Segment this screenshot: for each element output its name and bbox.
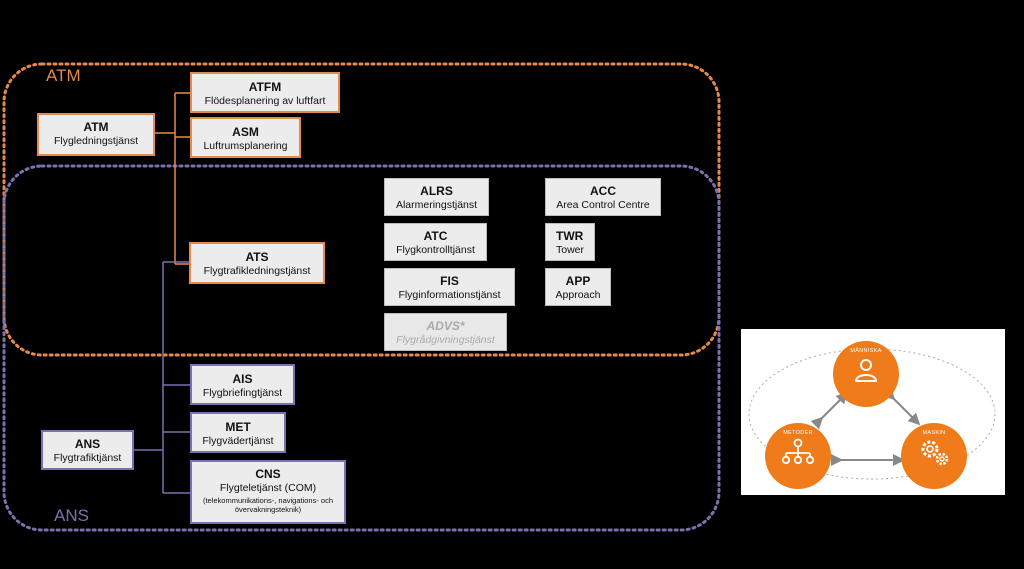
- illustration-lines: [748, 348, 996, 480]
- person-icon: [854, 359, 878, 382]
- app-subtitle: Approach: [555, 289, 601, 301]
- atc-subtitle: Flygkontrolltjänst: [396, 244, 475, 256]
- atm-connectors: [154, 92, 191, 265]
- ats-title: ATS: [245, 250, 269, 264]
- cns-subtitle: Flygteletjänst (COM): [219, 482, 317, 494]
- app-box: APP Approach: [545, 268, 611, 306]
- advs-title: ADVS*: [426, 319, 465, 333]
- ais-subtitle: Flygbriefingtjänst: [202, 387, 283, 399]
- met-title: MET: [225, 420, 251, 434]
- advs-subtitle: Flygrådgivningstjänst: [396, 334, 495, 346]
- fis-box: FIS Flyginformationstjänst: [384, 268, 515, 306]
- ats-subtitle: Flygtrafikledningstjänst: [203, 265, 311, 277]
- ans-subtitle: Flygtrafiktjänst: [53, 452, 122, 464]
- atfm-subtitle: Flödesplanering av luftfart: [204, 95, 326, 107]
- cns-note: (telekommunikations-, navigations- och ö…: [202, 496, 334, 515]
- cns-box: CNS Flygteletjänst (COM) (telekommunikat…: [190, 460, 346, 524]
- ans-title: ANS: [74, 437, 101, 451]
- people-node: MÄNNISKA: [833, 341, 899, 407]
- twr-subtitle: Tower: [556, 244, 585, 256]
- asm-box: ASM Luftrumsplanering: [190, 117, 301, 158]
- advs-box: ADVS* Flygrådgivningstjänst: [384, 313, 507, 351]
- asm-title: ASM: [232, 125, 259, 139]
- ais-box: AIS Flygbriefingtjänst: [190, 364, 295, 405]
- atfm-title: ATFM: [248, 80, 282, 94]
- arrow-people-machine: [882, 387, 921, 426]
- ans-box: ANS Flygtrafiktjänst: [41, 430, 134, 470]
- ans-connectors: [133, 261, 191, 494]
- asm-subtitle: Luftrumsplanering: [203, 140, 288, 152]
- ats-box: ATS Flygtrafikledningstjänst: [189, 242, 325, 284]
- acc-subtitle: Area Control Centre: [556, 199, 650, 211]
- fis-title: FIS: [440, 274, 459, 288]
- arrow-people-methods: [810, 391, 849, 430]
- atm-box: ATM Flygledningstjänst: [37, 113, 155, 156]
- ans-region-outline: [2, 164, 721, 532]
- twr-box: TWR Tower: [545, 223, 595, 261]
- alrs-subtitle: Alarmeringstjänst: [395, 199, 478, 211]
- gears-icon: [921, 440, 949, 466]
- met-subtitle: Flygvädertjänst: [202, 435, 274, 447]
- machine-node: MASKIN: [901, 423, 967, 489]
- people-methods-machine-illustration: MÄNNISKA METODER MASKIN: [741, 329, 1005, 495]
- people-label: MÄNNISKA: [850, 348, 882, 354]
- alrs-box: ALRS Alarmeringstjänst: [384, 178, 489, 216]
- atc-box: ATC Flygkontrolltjänst: [384, 223, 487, 261]
- machine-label: MASKIN: [922, 430, 946, 436]
- atfm-box: ATFM Flödesplanering av luftfart: [190, 72, 340, 113]
- methods-node: METODER: [765, 423, 831, 489]
- atc-title: ATC: [423, 229, 448, 243]
- atm-title: ATM: [83, 120, 109, 134]
- app-title: APP: [565, 274, 591, 288]
- ans-region-label: ANS: [54, 506, 89, 525]
- atm-subtitle: Flygledningstjänst: [53, 135, 139, 147]
- hierarchy-icon: [781, 438, 815, 465]
- dotted-ellipse: [748, 348, 996, 480]
- alrs-title: ALRS: [420, 184, 453, 198]
- fis-subtitle: Flyginformationstjänst: [398, 289, 501, 301]
- acc-box: ACC Area Control Centre: [545, 178, 661, 216]
- acc-title: ACC: [590, 184, 616, 198]
- atm-region-label: ATM: [46, 66, 81, 85]
- met-box: MET Flygvädertjänst: [190, 412, 286, 453]
- methods-label: METODER: [783, 430, 813, 436]
- cns-title: CNS: [255, 467, 281, 481]
- ais-title: AIS: [232, 372, 253, 386]
- twr-title: TWR: [556, 229, 584, 243]
